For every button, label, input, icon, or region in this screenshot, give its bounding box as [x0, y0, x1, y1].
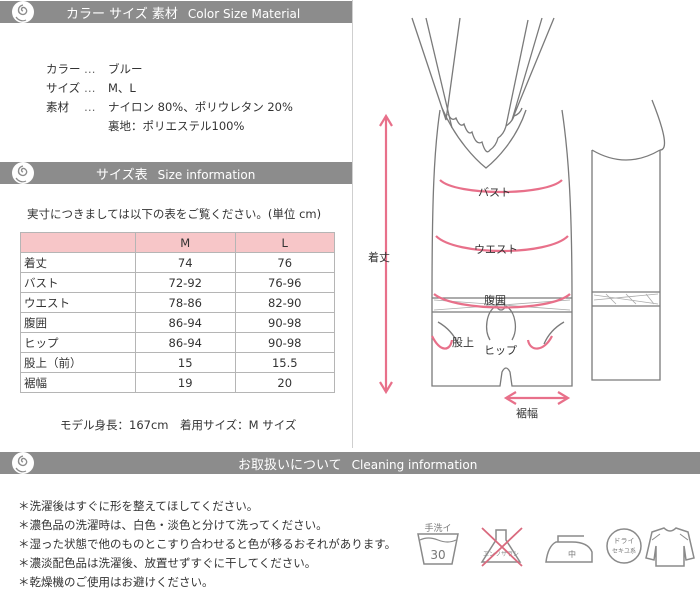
rose-icon	[12, 452, 34, 474]
hand-wash-icon: 手洗イ 30	[417, 522, 459, 565]
model-note: モデル身長：167cm 着用サイズ：M サイズ	[60, 418, 297, 432]
info-dots	[84, 117, 108, 136]
section-header-size-information: サイズ表 Size information	[0, 162, 352, 184]
table-cell: 76	[234, 252, 335, 273]
care-line: ＊濃色品の洗濯時は、白色・淡色と分けて洗ってください。	[18, 518, 328, 532]
garment-drawing	[379, 17, 666, 405]
care-instructions: ＊洗濯後はすぐに形を整えてほしてください。 ＊濃色品の洗濯時は、白色・淡色と分け…	[18, 497, 396, 592]
info-key: カラー	[46, 62, 81, 76]
table-cell: 86-94	[135, 312, 236, 333]
table-cell: 90-98	[234, 332, 335, 353]
label-bust: バスト	[478, 186, 511, 199]
dry-clean-icon: ドライ セキユ系	[606, 528, 642, 564]
table-cell-label: ウエスト	[20, 292, 136, 313]
info-row-lining: 裏地：ポリエステル100%	[46, 117, 293, 136]
table-cell: 86-94	[135, 332, 236, 353]
table-cell: 19	[135, 372, 236, 393]
table-cell: 78-86	[135, 292, 236, 313]
garment-illustration: バスト ウエスト 着丈 腹囲 股上 ヒップ 裾幅	[356, 0, 700, 448]
care-line: ＊洗濯後はすぐに形を整えてほしてください。	[18, 499, 259, 513]
label-hem: 裾幅	[516, 407, 538, 420]
table-cell: 15	[135, 352, 236, 373]
table-cell-label: 裾幅	[20, 372, 136, 393]
table-cell-label: 着丈	[20, 252, 136, 273]
care-icons: 手洗イ 30 エンソサラシ 中 ドライ セキユ系	[416, 522, 696, 572]
header-title-jp: お取扱いについて	[238, 457, 342, 473]
care-line: ＊湿った状態で他のものとこすり合わせると色が移るおそれがあります。	[18, 537, 397, 551]
flat-dry-shirt-icon	[645, 527, 695, 567]
section-header-color-size-material: カラー サイズ 素材 Color Size Material	[0, 1, 352, 23]
care-line: ＊濃淡配色品は洗濯後、放置せずすぐに干してください。	[18, 556, 317, 570]
dry-clean-sub: セキユ系	[612, 547, 636, 555]
info-key	[46, 117, 84, 136]
dry-clean-label: ドライ	[614, 537, 635, 545]
label-hip: ヒップ	[484, 344, 517, 357]
info-dots: …	[84, 62, 96, 76]
size-note: 実寸につきましては以下の表をご覧ください。(単位 cm)	[27, 207, 322, 221]
info-key: サイズ	[46, 81, 81, 95]
header-title-en: Size information	[157, 167, 256, 182]
info-value: ブルー	[108, 62, 143, 76]
hand-wash-temp: 30	[430, 548, 445, 562]
info-row-size: サイズ … M、L	[46, 79, 293, 98]
info-row-material: 素材 … ナイロン 80%、ポリウレタン 20%	[46, 98, 293, 117]
care-line: ＊乾燥機のご使用はお避けください。	[18, 575, 214, 589]
table-cell: 82-90	[234, 292, 335, 313]
header-title-en: Color Size Material	[187, 6, 301, 21]
iron-label: 中	[568, 549, 576, 559]
label-length: 着丈	[368, 251, 390, 264]
table-cell: 76-96	[234, 272, 335, 293]
table-cell-label: バスト	[20, 272, 136, 293]
table-cell-label: ヒップ	[20, 332, 136, 353]
table-cell-label: 腹囲	[20, 312, 136, 333]
divider	[352, 0, 353, 448]
header-title-en: Cleaning information	[351, 457, 478, 472]
table-header-cell	[20, 232, 136, 253]
table-cell: 15.5	[234, 352, 335, 373]
table-header-row: M L	[20, 232, 335, 253]
label-abdomen: 腹囲	[484, 294, 506, 307]
info-row-color: カラー … ブルー	[46, 60, 293, 79]
rose-icon	[12, 162, 34, 184]
info-dots: …	[84, 100, 96, 114]
info-dots: …	[84, 81, 96, 95]
table-cell: 90-98	[234, 312, 335, 333]
info-value: 裏地：ポリエステル100%	[108, 119, 245, 133]
section-header-cleaning-information: お取扱いについて Cleaning information	[0, 452, 700, 474]
rose-icon	[12, 1, 34, 23]
info-value: ナイロン 80%、ポリウレタン 20%	[108, 100, 293, 114]
info-value: M、L	[108, 81, 136, 95]
info-key: 素材	[46, 100, 69, 114]
label-rise: 股上	[452, 336, 474, 349]
product-info: カラー … ブルー サイズ … M、L 素材 … ナイロン 80%、ポリウレタン…	[46, 60, 293, 136]
table-cell: 72-92	[135, 272, 236, 293]
no-bleach-label: エンソサラシ	[483, 551, 519, 558]
iron-icon: 中	[545, 535, 593, 563]
table-cell: 20	[234, 372, 335, 393]
label-waist: ウエスト	[474, 243, 518, 256]
table-header-cell: L	[234, 232, 335, 253]
header-title-jp: サイズ表	[96, 167, 148, 183]
header-title-jp: カラー サイズ 素材	[66, 6, 178, 22]
table-cell: 74	[135, 252, 236, 273]
no-bleach-icon: エンソサラシ	[480, 527, 523, 567]
table-header-cell: M	[135, 232, 236, 253]
table-cell-label: 股上（前）	[20, 352, 136, 373]
hand-wash-label: 手洗イ	[424, 522, 451, 534]
